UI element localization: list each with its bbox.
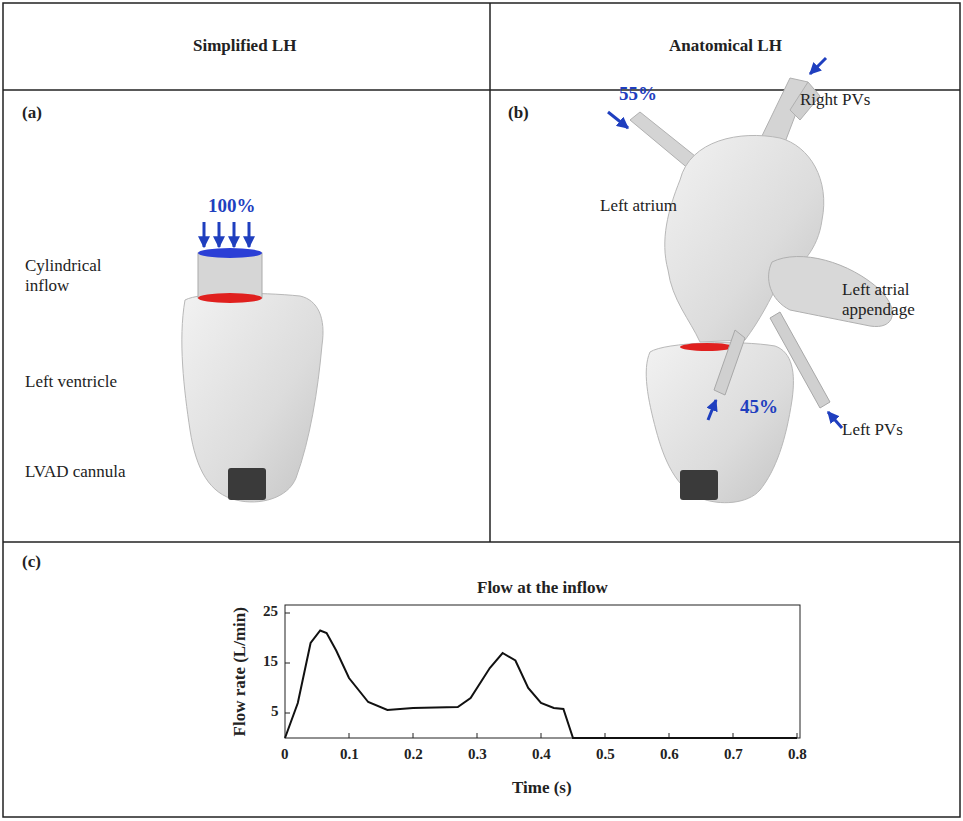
label: 0.2 [404,746,423,763]
label: Left atrium [600,196,677,216]
label: LVAD cannula [25,462,126,482]
label: (c) [22,552,41,572]
label: 0.4 [532,746,551,763]
label: 0.1 [340,746,359,763]
label: 0.7 [724,746,743,763]
simplified-heart [182,222,323,502]
frame [3,3,960,817]
label: Flow at the inflow [477,578,608,598]
label: Flow rate (L/min) [230,607,250,736]
label: Anatomical LH [669,36,782,56]
label: 0 [281,746,289,763]
label: 0.5 [596,746,615,763]
label: 15 [263,653,278,670]
label: 0.8 [788,746,807,763]
label: Left PVs [842,420,903,440]
label: Simplified LH [193,36,296,56]
label: 0.3 [468,746,487,763]
label: 0.6 [660,746,679,763]
label: 100% [208,195,256,217]
label: Left atrial appendage [842,280,942,319]
label: Right PVs [800,90,870,110]
label: 45% [740,396,778,418]
label: Time (s) [512,778,572,798]
label: Cylindrical inflow [25,256,135,295]
label: 25 [263,603,278,620]
label: 5 [271,703,279,720]
label: (b) [508,103,529,123]
label: 55% [619,83,657,105]
label: (a) [22,103,42,123]
label: Left ventricle [25,372,117,392]
flow-chart [285,605,800,738]
